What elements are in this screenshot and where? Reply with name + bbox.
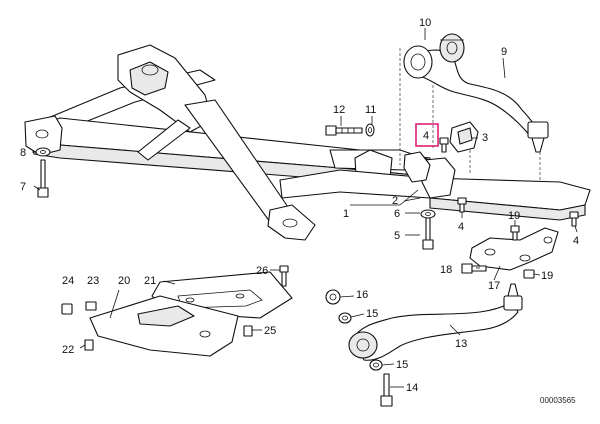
callout-19-lower: 19 xyxy=(541,270,553,282)
callout-11: 11 xyxy=(365,104,376,116)
leader-lines xyxy=(32,28,578,388)
control-arm-lower xyxy=(348,283,523,361)
callout-labels: 10 9 12 11 4 3 8 7 2 1 6 5 4 19 4 18 17 … xyxy=(20,17,579,394)
nut-24 xyxy=(61,303,73,315)
front-axle-carrier xyxy=(24,44,591,241)
washer-8 xyxy=(35,147,51,157)
callout-4-right: 4 xyxy=(573,235,579,247)
washer-11 xyxy=(365,123,375,137)
callout-9: 9 xyxy=(501,46,507,58)
washer-15-upper xyxy=(338,312,352,324)
callout-16: 16 xyxy=(356,289,368,301)
highlight-box xyxy=(415,123,439,147)
callout-20: 20 xyxy=(118,275,130,287)
callout-21: 21 xyxy=(144,275,156,287)
bolt-12 xyxy=(325,125,363,136)
callout-2: 2 xyxy=(392,195,398,207)
callout-18: 18 xyxy=(440,264,452,276)
bolt-25 xyxy=(243,325,253,337)
callout-14: 14 xyxy=(406,382,418,394)
bracket-3 xyxy=(449,121,479,153)
callout-13: 13 xyxy=(455,338,467,350)
callout-23: 23 xyxy=(87,275,99,287)
washer-6 xyxy=(420,209,436,219)
bolt-5 xyxy=(422,217,434,250)
callout-15-lower: 15 xyxy=(396,359,408,371)
callout-6: 6 xyxy=(394,208,400,220)
bolt-4-right xyxy=(569,211,579,227)
shield-20 xyxy=(89,295,239,357)
callout-24: 24 xyxy=(62,275,74,287)
bolt-19-upper xyxy=(510,225,520,241)
bolt-7 xyxy=(37,159,49,198)
callout-7: 7 xyxy=(20,181,26,193)
bolt-22 xyxy=(84,339,94,351)
clip-23 xyxy=(85,301,97,311)
callout-25: 25 xyxy=(264,325,276,337)
bolt-26 xyxy=(279,265,289,287)
bolt-4-upper xyxy=(439,137,449,153)
callout-4-center: 4 xyxy=(458,221,464,233)
callout-12: 12 xyxy=(333,104,345,116)
nut-19-lower xyxy=(523,269,535,279)
callout-19-upper: 19 xyxy=(508,210,520,222)
callout-26: 26 xyxy=(256,265,268,277)
callout-1: 1 xyxy=(343,208,349,220)
bolt-18 xyxy=(461,263,487,274)
callout-22: 22 xyxy=(62,344,74,356)
control-arm-upper xyxy=(403,45,549,153)
diagram-reference-number: 00003565 xyxy=(540,396,576,405)
callout-3: 3 xyxy=(482,132,488,144)
callout-10: 10 xyxy=(419,17,431,29)
bracket-17 xyxy=(469,227,559,271)
callout-5: 5 xyxy=(394,230,400,242)
bolt-14 xyxy=(380,373,393,407)
callout-15-upper: 15 xyxy=(366,308,378,320)
bushing-10 xyxy=(439,33,465,63)
callout-8: 8 xyxy=(20,147,26,159)
washer-15-lower xyxy=(369,359,383,371)
callout-4-highlighted: 4 xyxy=(423,130,429,142)
nut-16 xyxy=(325,289,341,305)
callout-17: 17 xyxy=(488,280,500,292)
